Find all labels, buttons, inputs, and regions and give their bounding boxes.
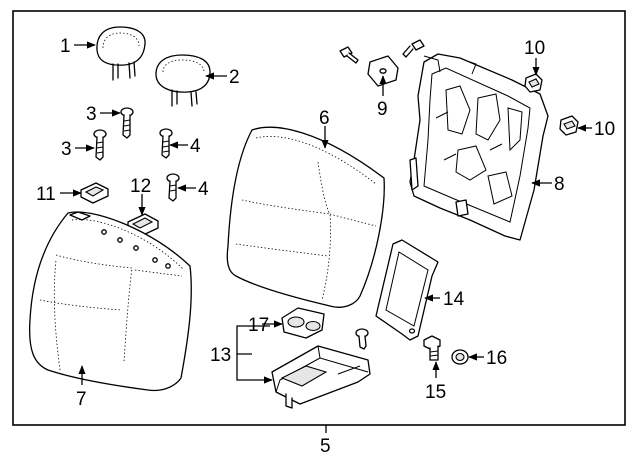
bolt-9-left-part (339, 46, 359, 64)
callout-7: 7 (76, 389, 87, 410)
callout-8: 8 (554, 174, 565, 195)
callout-3-lower: 3 (61, 139, 72, 160)
bolt-15-part (423, 335, 441, 361)
callout-6: 6 (319, 108, 330, 129)
seat-back-part (226, 126, 385, 308)
screw-near-14-part (355, 328, 369, 350)
seat-cushion-part (28, 211, 192, 392)
callout-10-upper: 10 (524, 38, 545, 59)
bolt-9-right-part (402, 39, 425, 58)
callout-1: 1 (60, 36, 71, 57)
clip-10-upper-part (524, 73, 543, 93)
diagram-frame (12, 10, 626, 426)
callout-10-lower: 10 (594, 119, 615, 140)
callout-12: 12 (130, 176, 151, 197)
callout-11: 11 (36, 184, 56, 205)
callout-14: 14 (443, 289, 465, 310)
bolt-4-upper-part (159, 128, 173, 159)
headrest-left-part (96, 26, 146, 81)
washer-16-part (451, 349, 469, 365)
callout-4-lower: 4 (198, 179, 209, 200)
callout-13: 13 (210, 345, 231, 366)
armrest-assembly-part (271, 345, 371, 409)
callout-2: 2 (229, 67, 240, 88)
callout-15: 15 (425, 382, 446, 403)
callout-4-upper: 4 (190, 136, 201, 157)
panel-14-part (375, 239, 439, 341)
back-frame-part (409, 53, 549, 241)
callout-17: 17 (248, 315, 269, 336)
bracket-9-part (367, 55, 399, 87)
trim-cap-part (80, 182, 109, 204)
callout-16: 16 (486, 348, 507, 369)
cup-holder-insert-part (281, 307, 325, 339)
bolt-upper-part (120, 107, 134, 139)
bolt-4-lower-part (166, 173, 180, 202)
leader-13 (236, 325, 272, 380)
callout-5: 5 (320, 436, 331, 457)
clip-10-lower-part (559, 115, 579, 136)
bolt-lower-part (93, 129, 107, 161)
callout-9: 9 (377, 99, 388, 120)
headrest-right-part (155, 54, 211, 107)
callout-3-upper: 3 (86, 104, 97, 125)
